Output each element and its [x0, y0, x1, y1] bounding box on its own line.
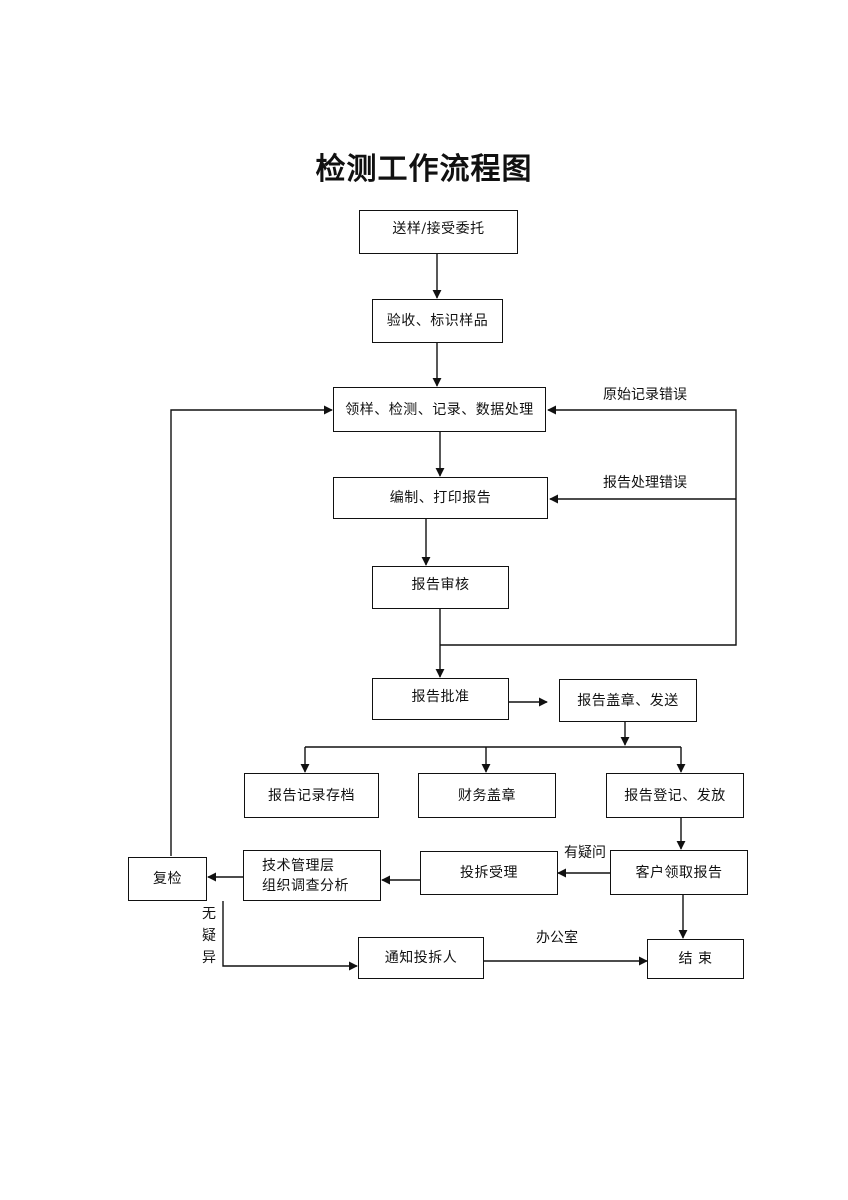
node-compile-report: 编制、打印报告 — [333, 477, 548, 519]
node-notify: 通知投拆人 — [358, 937, 484, 979]
node-finance-seal: 财务盖章 — [418, 773, 556, 818]
node-report-approval: 报告批准 — [372, 678, 509, 720]
tech-mgmt-line1: 技术管理层 — [262, 857, 335, 874]
label-office: 办公室 — [536, 930, 578, 946]
tech-mgmt-line2: 组织调查分析 — [262, 877, 349, 894]
label-has-question: 有疑问 — [564, 845, 606, 861]
node-recheck: 复检 — [128, 857, 207, 901]
node-report-review: 报告审核 — [372, 566, 509, 609]
node-register-issue: 报告登记、发放 — [606, 773, 744, 818]
label-raw-record-error: 原始记录错误 — [603, 387, 687, 403]
page-title: 检测工作流程图 — [315, 152, 533, 187]
node-archive: 报告记录存档 — [244, 773, 379, 818]
node-testing: 领样、检测、记录、数据处理 — [333, 387, 546, 432]
node-send-sample: 送样/接受委托 — [359, 210, 518, 254]
label-no-doubt-3: 异 — [202, 950, 216, 966]
recheck-loop — [170, 405, 333, 856]
node-tech-mgmt: 技术管理层 组织调查分析 — [243, 850, 381, 901]
node-complaint: 投拆受理 — [420, 851, 558, 895]
node-end: 结 束 — [647, 939, 744, 979]
label-no-doubt-1: 无 — [202, 906, 216, 922]
node-seal-send: 报告盖章、发送 — [559, 679, 697, 722]
node-customer-receive: 客户领取报告 — [610, 850, 748, 895]
error-feedback-loop — [440, 405, 737, 646]
node-acceptance: 验收、标识样品 — [372, 299, 503, 343]
arrow-tech-to-notify — [222, 901, 358, 971]
label-report-processing-error: 报告处理错误 — [603, 475, 687, 491]
label-no-doubt-2: 疑 — [202, 928, 216, 944]
